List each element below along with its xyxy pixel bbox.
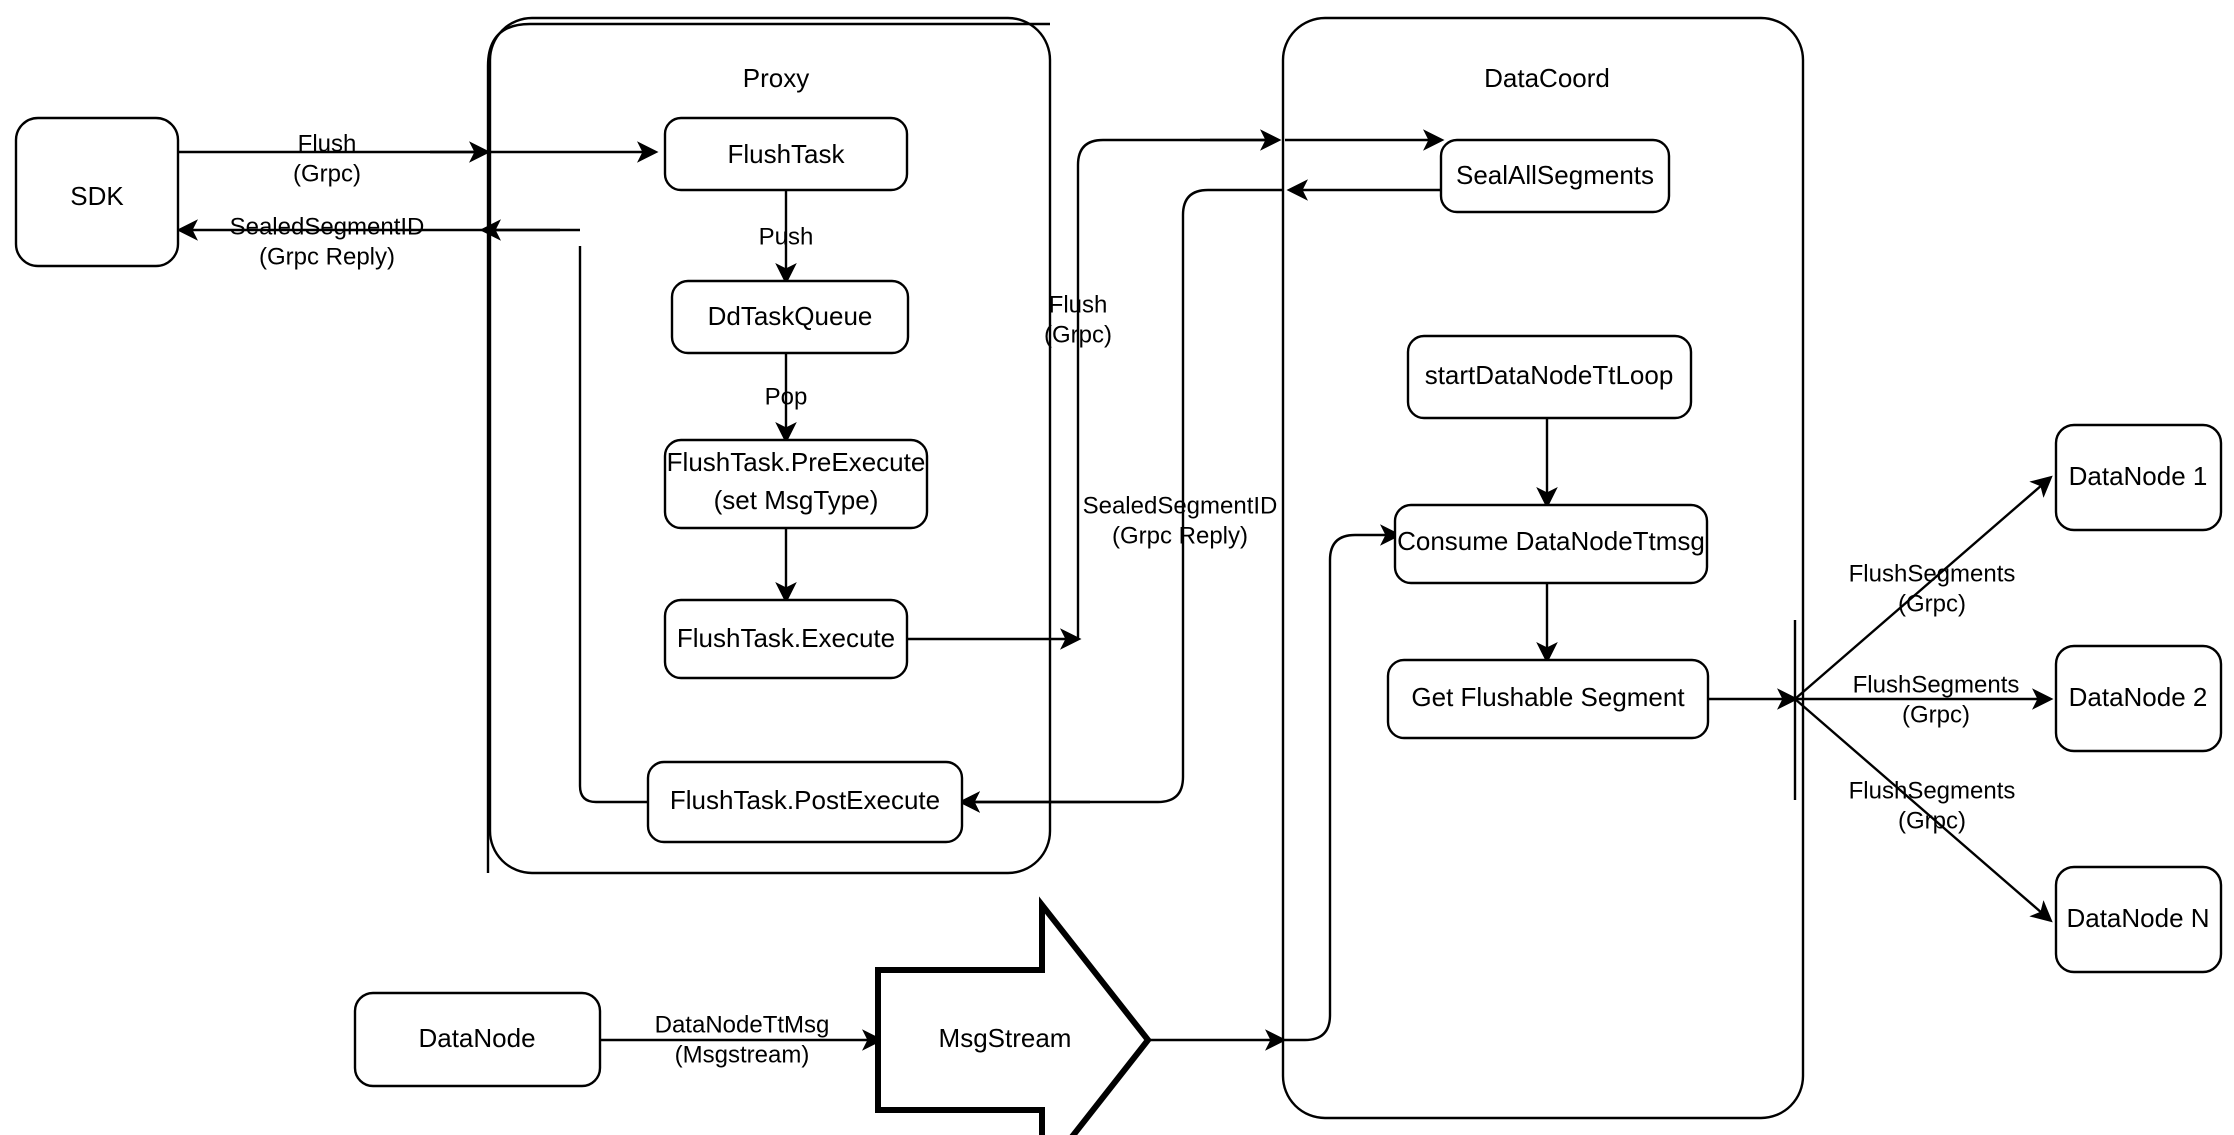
label-datanode-ttmsg: DataNodeTtMsg (Msgstream) xyxy=(655,1011,830,1068)
edge-flush-riser xyxy=(1076,138,1278,639)
edge-fanout-to-datanode1 xyxy=(1794,475,2053,700)
datanode-producer-label: DataNode xyxy=(418,1023,535,1053)
datanode2-box[interactable] xyxy=(2054,644,2223,753)
datanoden-label: DataNode N xyxy=(2066,903,2209,933)
datanode1-label: DataNode 1 xyxy=(2069,461,2208,491)
postexecute-box[interactable] xyxy=(646,760,964,844)
datanode2-label: DataNode 2 xyxy=(2069,682,2208,712)
flushtask-box[interactable] xyxy=(663,116,909,192)
pop-label: Pop xyxy=(765,383,808,410)
label-push: Push xyxy=(759,223,814,250)
node-flushtask-execute[interactable]: FlushTask.Execute xyxy=(663,598,909,680)
proxy-container-label: Proxy xyxy=(743,63,809,93)
msgstream-arrow-shape[interactable] xyxy=(875,896,1152,1135)
push-label: Push xyxy=(759,223,814,250)
node-datanode-2[interactable]: DataNode 2 xyxy=(2054,644,2223,753)
sealedsegmentid-coord-label-line2: (Grpc Reply) xyxy=(1112,522,1248,549)
datanode-producer-box[interactable] xyxy=(353,991,602,1088)
datanode1-box[interactable] xyxy=(2054,423,2223,532)
postexecute-label: FlushTask.PostExecute xyxy=(670,785,940,815)
sealedsegmentid-coord-label-line1: SealedSegmentID xyxy=(1083,492,1278,519)
consumedatanodettmsg-box[interactable] xyxy=(1393,503,1709,585)
preexecute-label-line2: (set MsgType) xyxy=(714,485,879,515)
msgstream-label: MsgStream xyxy=(939,1023,1072,1053)
ddtaskqueue-label: DdTaskQueue xyxy=(708,301,873,331)
edge-sealedsegmentid-to-postexecute xyxy=(958,188,1283,813)
getflushablesegment-box[interactable] xyxy=(1386,658,1710,740)
preexecute-box[interactable] xyxy=(663,438,929,530)
node-get-flushable-segment[interactable]: Get Flushable Segment xyxy=(1386,658,1710,740)
datanodettmsg-label-line1: DataNodeTtMsg xyxy=(655,1011,830,1038)
node-msgstream[interactable]: MsgStream xyxy=(875,896,1152,1135)
flushtask-label: FlushTask xyxy=(727,139,845,169)
datanoden-box[interactable] xyxy=(2054,865,2223,974)
datanodettmsg-label-line2: (Msgstream) xyxy=(675,1041,810,1068)
edge-fanout-to-datanoden xyxy=(1794,698,2053,923)
flushsegmentsn-label-line1: FlushSegments xyxy=(1849,777,2016,804)
ddtaskqueue-box[interactable] xyxy=(670,279,910,355)
label-flushsegments-2: FlushSegments (Grpc) xyxy=(1853,671,2020,728)
label-flushsegments-n: FlushSegments (Grpc) xyxy=(1849,777,2016,834)
startdatanodettloop-box[interactable] xyxy=(1406,334,1693,420)
flush-grpc-label-line1: Flush xyxy=(298,130,357,157)
flush-coord-label-line1: Flush xyxy=(1049,291,1108,318)
sdk-label: SDK xyxy=(70,181,124,211)
edge-msgstream-to-consume xyxy=(1283,524,1402,1042)
edge-postexecute-to-reply xyxy=(578,246,648,804)
node-datanode-n[interactable]: DataNode N xyxy=(2054,865,2223,974)
flushsegments2-label-line2: (Grpc) xyxy=(1902,701,1970,728)
label-proxy-to-coord: Flush (Grpc) xyxy=(1044,291,1112,348)
node-flushtask-preexecute[interactable]: FlushTask.PreExecute (set MsgType) xyxy=(663,438,929,530)
preexecute-label-line1: FlushTask.PreExecute xyxy=(667,447,926,477)
edge-proxy-top-curve xyxy=(486,22,1050,152)
label-proxy-to-sdk: SealedSegmentID (Grpc Reply) xyxy=(230,213,425,270)
sealedsegmentid-reply-label-line1: SealedSegmentID xyxy=(230,213,425,240)
node-start-datanode-tt-loop[interactable]: startDataNodeTtLoop xyxy=(1406,334,1693,420)
label-pop: Pop xyxy=(765,383,808,410)
node-ddtaskqueue[interactable]: DdTaskQueue xyxy=(670,279,910,355)
datacoord-container-label: DataCoord xyxy=(1484,63,1610,93)
node-flushtask[interactable]: FlushTask xyxy=(663,116,909,192)
flush-grpc-label-line2: (Grpc) xyxy=(293,160,361,187)
node-sdk[interactable]: SDK xyxy=(14,116,180,268)
node-consume-datanode-ttmsg[interactable]: Consume DataNodeTtmsg xyxy=(1393,503,1709,585)
flush-coord-label-line2: (Grpc) xyxy=(1044,321,1112,348)
node-datanode-1[interactable]: DataNode 1 xyxy=(2054,423,2223,532)
flushsegments1-label-line2: (Grpc) xyxy=(1898,590,1966,617)
flushsegments2-label-line1: FlushSegments xyxy=(1853,671,2020,698)
flushsegmentsn-label-line2: (Grpc) xyxy=(1898,807,1966,834)
startdatanodettloop-label: startDataNodeTtLoop xyxy=(1425,360,1674,390)
node-sealallsegments[interactable]: SealAllSegments xyxy=(1439,138,1671,214)
execute-label: FlushTask.Execute xyxy=(677,623,895,653)
sealallsegments-label: SealAllSegments xyxy=(1456,160,1654,190)
getflushablesegment-label: Get Flushable Segment xyxy=(1411,682,1685,712)
flushsegments1-label-line1: FlushSegments xyxy=(1849,560,2016,587)
sdk-box[interactable] xyxy=(14,116,180,268)
node-flushtask-postexecute[interactable]: FlushTask.PostExecute xyxy=(646,760,964,844)
execute-box[interactable] xyxy=(663,598,909,680)
consumedatanodettmsg-label: Consume DataNodeTtmsg xyxy=(1397,526,1705,556)
node-datanode-producer[interactable]: DataNode xyxy=(353,991,602,1088)
label-sdk-to-proxy: Flush (Grpc) xyxy=(293,130,361,187)
sealedsegmentid-reply-label-line2: (Grpc Reply) xyxy=(259,243,395,270)
sealallsegments-box[interactable] xyxy=(1439,138,1671,214)
label-coord-to-proxy: SealedSegmentID (Grpc Reply) xyxy=(1083,492,1278,549)
label-flushsegments-1: FlushSegments (Grpc) xyxy=(1849,560,2016,617)
